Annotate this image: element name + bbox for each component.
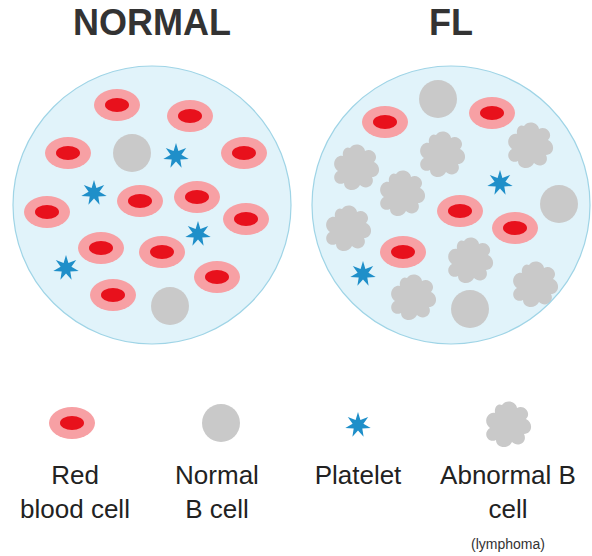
legend-label: Platelet [293,458,423,492]
legend-label: Normal B cell [167,458,267,526]
legend-icons [49,401,531,447]
legend-label: Abnormal B cell [433,458,583,526]
circle-heading: NORMAL [12,3,292,43]
circle-outline [311,0,591,348]
legend-label: Red blood cell [17,458,133,526]
circle-fill [312,66,590,344]
circle-border [13,66,291,344]
circle-border [312,66,590,344]
circle-outline [12,0,292,348]
circle-heading: FL [311,3,591,43]
note-label: (lymphoma) [448,535,568,553]
cell-circle: NORMAL [12,0,292,348]
cell-circle: FL [311,0,591,348]
circle-fill [13,66,291,344]
normal-cells [24,89,269,325]
fl-cells [326,80,578,328]
